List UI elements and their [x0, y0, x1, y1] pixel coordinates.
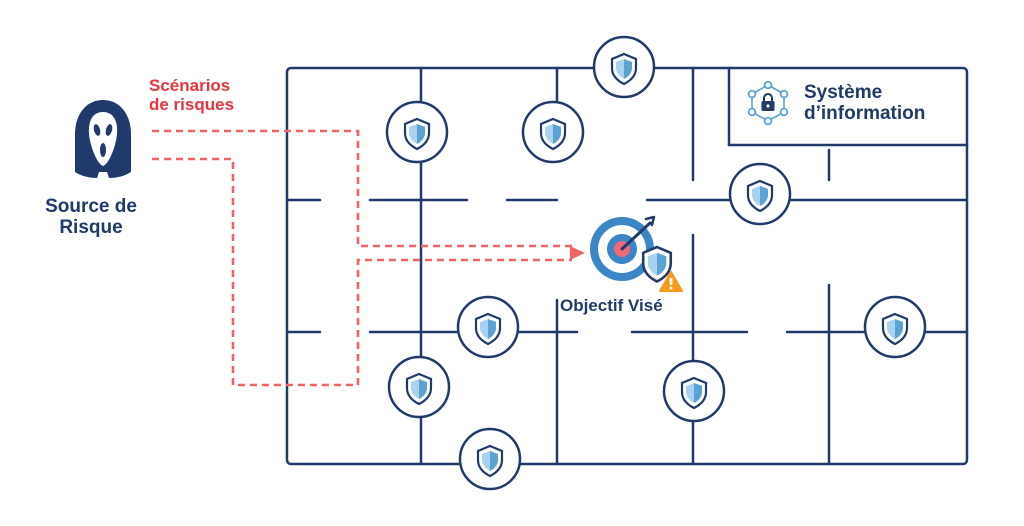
system-label-line-2: d’information [804, 103, 926, 125]
ghost-mask-icon [75, 100, 131, 178]
risk-scenario-paths [152, 129, 572, 387]
shield-icon [458, 427, 522, 491]
warning-triangle-icon [659, 271, 683, 292]
shield-icon [641, 245, 673, 283]
shield-icon [521, 100, 585, 164]
shield-icon [662, 359, 726, 423]
shield-icon [728, 162, 792, 226]
shield-icon [592, 35, 656, 99]
source-label-line-1: Source de [45, 196, 137, 217]
shield-icon [456, 295, 520, 359]
shield-icon [387, 355, 451, 419]
source-label-line-2: Risque [59, 217, 123, 239]
system-label: Système d’information [804, 82, 925, 125]
shield-icon [385, 100, 449, 164]
shield-icon [863, 295, 927, 359]
system-label-line-1: Système [804, 82, 883, 103]
network-lock-icon [747, 80, 789, 126]
scenarios-label-line-2: de risques [149, 95, 235, 115]
source-label: Source de Risque [34, 196, 148, 239]
scenarios-label-line-1: Scénarios [149, 76, 231, 95]
bullseye-target-icon [590, 215, 656, 281]
target-label: Objectif Visé [560, 296, 663, 315]
scenarios-label: Scénarios de risques [149, 76, 234, 114]
arrow-head [570, 246, 585, 260]
